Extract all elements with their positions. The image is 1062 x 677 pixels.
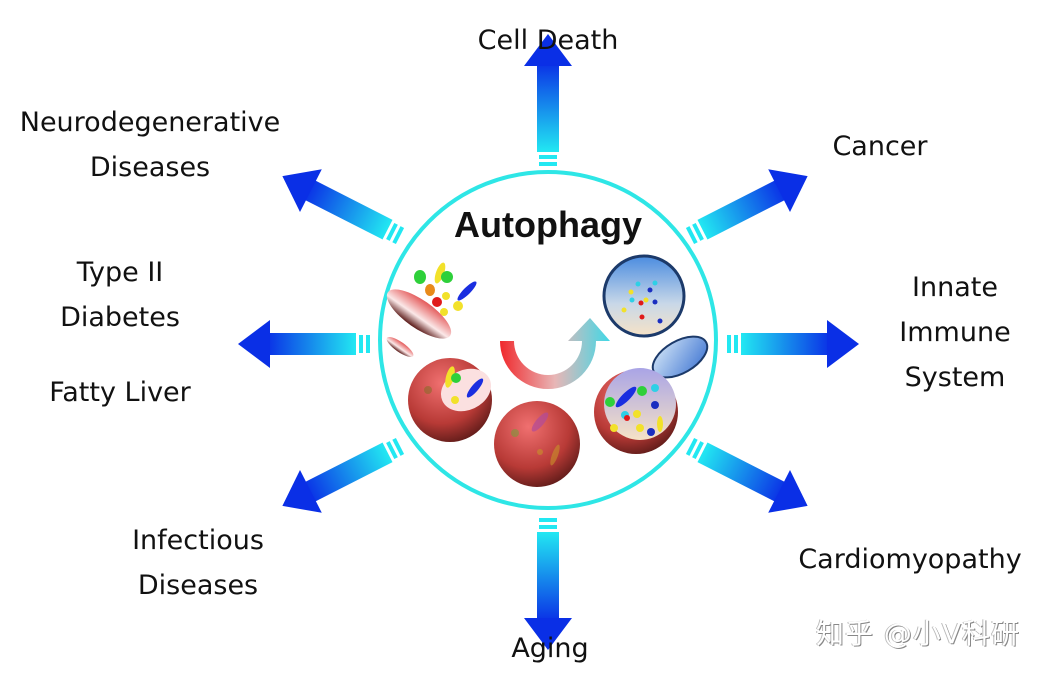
label-innate-immune-system: Innate Immune System (880, 265, 1030, 400)
label-line: Innate (912, 272, 998, 303)
arrow-left-diabetes (238, 320, 370, 368)
arrow-down-left-infectious (271, 424, 411, 528)
label-aging: Aging (490, 626, 610, 671)
label-line: Diseases (89, 152, 211, 183)
label-line: Immune (899, 317, 1011, 348)
process-u-turn-arrow (500, 318, 610, 389)
label-line: Cell Death (477, 25, 619, 56)
label-line: Aging (511, 633, 589, 664)
phagophore-disk-small (386, 336, 414, 358)
autophagosome-forming (408, 358, 492, 442)
phagophore-disk-large (386, 289, 452, 339)
label-line: Fatty Liver (49, 377, 191, 408)
autophagosome (494, 401, 580, 487)
label-line: Cardiomyopathy (798, 544, 1022, 575)
label-line: Neurodegenerative (19, 107, 281, 138)
autolysosome (594, 368, 678, 454)
center-title: Autophagy (454, 204, 642, 245)
arrow-up-right-cancer (679, 154, 819, 258)
label-cancer: Cancer (810, 124, 950, 169)
label-line: Diabetes (60, 302, 180, 333)
label-line: Diseases (137, 570, 259, 601)
label-line: Infectious (132, 525, 264, 556)
label-type2-diabetes-fatty-liver: Type II Diabetes Fatty Liver (20, 250, 220, 415)
label-cardiomyopathy: Cardiomyopathy (782, 537, 1038, 582)
label-neurodegenerative-diseases: Neurodegenerative Diseases (0, 100, 300, 190)
label-line: Type II (76, 257, 164, 288)
label-cell-death: Cell Death (440, 18, 656, 63)
label-line: Cancer (832, 131, 928, 162)
arrow-right-innate-immune (727, 320, 859, 368)
label-infectious-diseases: Infectious Diseases (108, 518, 288, 608)
watermark: 知乎 @小V科研 (816, 617, 1021, 650)
cargo-particles (414, 262, 477, 316)
arrow-down-right-cardiomyopathy (679, 424, 819, 528)
label-line: System (904, 362, 1006, 393)
lysosome (602, 254, 686, 338)
label-line (20, 340, 220, 370)
